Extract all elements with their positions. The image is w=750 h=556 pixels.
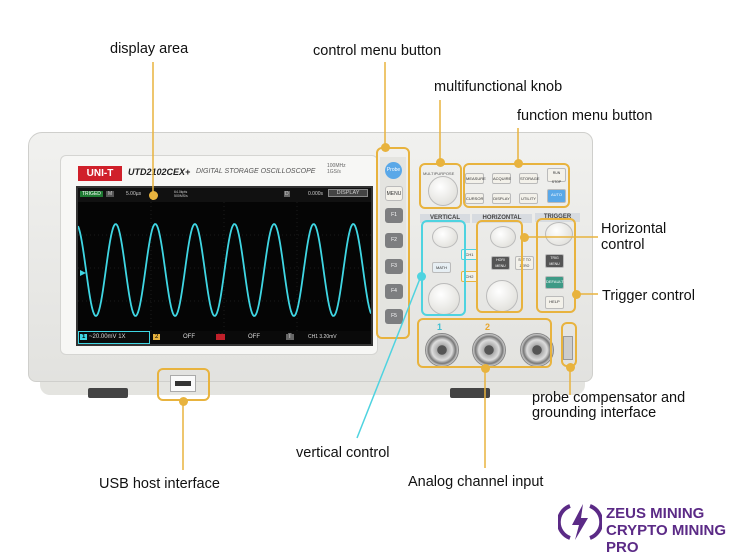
usb-dot bbox=[179, 397, 188, 406]
brand-logo: UNI-T bbox=[78, 166, 122, 181]
horizontal-section-title: HORIZONTAL bbox=[472, 214, 532, 223]
label-probe-compensator: probe compensator and bbox=[532, 390, 686, 406]
label-function-menu-button: function menu button bbox=[517, 108, 653, 124]
model-name: UTD2102CEX+ bbox=[128, 167, 191, 177]
function-menu-dot bbox=[514, 159, 523, 168]
ch1-sine-waveform bbox=[78, 222, 371, 318]
label-analog-channel-input: Analog channel input bbox=[408, 474, 544, 490]
ch1-badge: 1 bbox=[80, 334, 88, 340]
multipurpose-knob[interactable] bbox=[428, 176, 458, 206]
math-button[interactable]: MATH bbox=[432, 262, 451, 273]
horizontal-position-knob[interactable] bbox=[490, 226, 516, 248]
measure-button[interactable]: MEASURE bbox=[465, 173, 486, 184]
horizontal-control-highlight bbox=[476, 220, 523, 313]
trig-menu-button[interactable]: TRIG MENU bbox=[545, 254, 564, 268]
horizontal-dot bbox=[520, 233, 529, 242]
trigger-level-knob[interactable] bbox=[545, 222, 573, 246]
memory-depth: 64.0kpts 500MS/s bbox=[174, 190, 188, 198]
ch2-badge: 2 bbox=[153, 334, 161, 340]
delay-icon: D bbox=[284, 191, 290, 197]
label-grounding-interface: grounding interface bbox=[532, 405, 657, 421]
label-trigger-control: Trigger control bbox=[602, 288, 695, 304]
delay-value: 0.000s bbox=[308, 191, 324, 197]
probe-compensator-terminals[interactable] bbox=[563, 336, 573, 360]
ch2-bnc-connector[interactable] bbox=[472, 333, 506, 367]
vertical-section-title: VERTICAL bbox=[420, 214, 470, 223]
timebase: 5.00µs bbox=[126, 191, 142, 197]
watermark-line-2: CRYPTO MINING PRO bbox=[606, 522, 727, 556]
screen-channel-bar: 1 ~20.00mV 1X 2 OFF M OFF T CH1 3.20mV bbox=[78, 331, 371, 344]
acquire-button[interactable]: ACQUIRE bbox=[492, 173, 511, 184]
trigger-level: CH1 3.20mV bbox=[308, 334, 337, 340]
knob-dot bbox=[436, 158, 445, 167]
run-stop-button[interactable]: RUN STOP bbox=[547, 168, 566, 184]
device-foot bbox=[88, 388, 128, 398]
label-usb-host-interface: USB host interface bbox=[99, 476, 220, 492]
probe-button[interactable]: Probe bbox=[385, 162, 402, 179]
analog-input-dot bbox=[481, 364, 490, 373]
set-to-zero-button[interactable]: SET TO ZERO bbox=[515, 256, 534, 270]
vertical-control-highlight bbox=[421, 220, 466, 316]
display-area-dot bbox=[149, 191, 158, 200]
ch1-info: 1 ~20.00mV 1X bbox=[78, 331, 150, 344]
f1-button[interactable]: F1 bbox=[385, 208, 403, 223]
usb-port[interactable] bbox=[170, 375, 196, 392]
input-1-number: 1 bbox=[437, 322, 443, 332]
storage-button[interactable]: STORAGE bbox=[519, 173, 540, 184]
f5-button[interactable]: F5 bbox=[385, 309, 403, 324]
f2-button[interactable]: F2 bbox=[385, 233, 403, 248]
label-horizontal-control: Horizontal control bbox=[601, 221, 667, 253]
trigger-status: TRIGED bbox=[80, 191, 103, 197]
display-menu-title: DISPLAY bbox=[328, 189, 368, 197]
label-multifunctional-knob: multifunctional knob bbox=[434, 79, 563, 95]
multipurpose-label: MULTIPURPOSE bbox=[423, 171, 455, 176]
f3-button[interactable]: F3 bbox=[385, 259, 403, 274]
label-control-menu-button: control menu button bbox=[313, 43, 442, 59]
trigger-dot bbox=[572, 290, 581, 299]
default-button[interactable]: DEFAULT bbox=[545, 276, 564, 289]
label-display-area: display area bbox=[110, 41, 189, 57]
hori-menu-button[interactable]: HORI MENU bbox=[491, 256, 510, 270]
display-button[interactable]: DISPLAY bbox=[492, 193, 511, 204]
waveform-area bbox=[78, 202, 371, 333]
trigger-section-title: TRIGGER bbox=[535, 213, 580, 222]
zeus-lightning-logo-icon bbox=[558, 504, 602, 540]
utility-button[interactable]: UTILITY bbox=[519, 193, 538, 204]
input-2-number: 2 bbox=[485, 322, 491, 332]
bandwidth: 100MHz bbox=[327, 163, 346, 169]
display-screen: TRIGED M 5.00µs 64.0kpts 500MS/s D 0.000… bbox=[76, 186, 373, 346]
cursor-button[interactable]: CURSOR bbox=[465, 193, 484, 204]
sample-rate: 1GS/s bbox=[327, 169, 341, 175]
help-button[interactable]: HELP bbox=[545, 296, 564, 309]
probe-comp-dot bbox=[566, 363, 575, 372]
math-badge: M bbox=[216, 334, 225, 340]
watermark-line-1: ZEUS MINING bbox=[606, 505, 705, 522]
trigger-badge: T bbox=[286, 334, 294, 340]
mode-indicator: M bbox=[106, 191, 115, 197]
f4-button[interactable]: F4 bbox=[385, 284, 403, 299]
control-menu-dot bbox=[381, 143, 390, 152]
label-vertical-control: vertical control bbox=[296, 445, 390, 461]
device-foot bbox=[450, 388, 490, 398]
device-subtitle: DIGITAL STORAGE OSCILLOSCOPE bbox=[196, 168, 316, 175]
auto-button[interactable]: AUTO bbox=[547, 189, 566, 203]
ch2-state: OFF bbox=[183, 334, 195, 340]
menu-button[interactable]: MENU bbox=[385, 186, 403, 201]
control-menu-highlight bbox=[376, 147, 410, 339]
watermark: ZEUS MINING CRYPTO MINING PRO bbox=[606, 505, 750, 556]
vertical-dot bbox=[417, 272, 426, 281]
ch1-marker-icon bbox=[80, 270, 86, 276]
math-state: OFF bbox=[248, 334, 260, 340]
ch1-scale: ~20.00mV 1X bbox=[89, 334, 126, 340]
vertical-position-knob[interactable] bbox=[432, 226, 458, 248]
trigger-control-highlight bbox=[536, 218, 576, 313]
